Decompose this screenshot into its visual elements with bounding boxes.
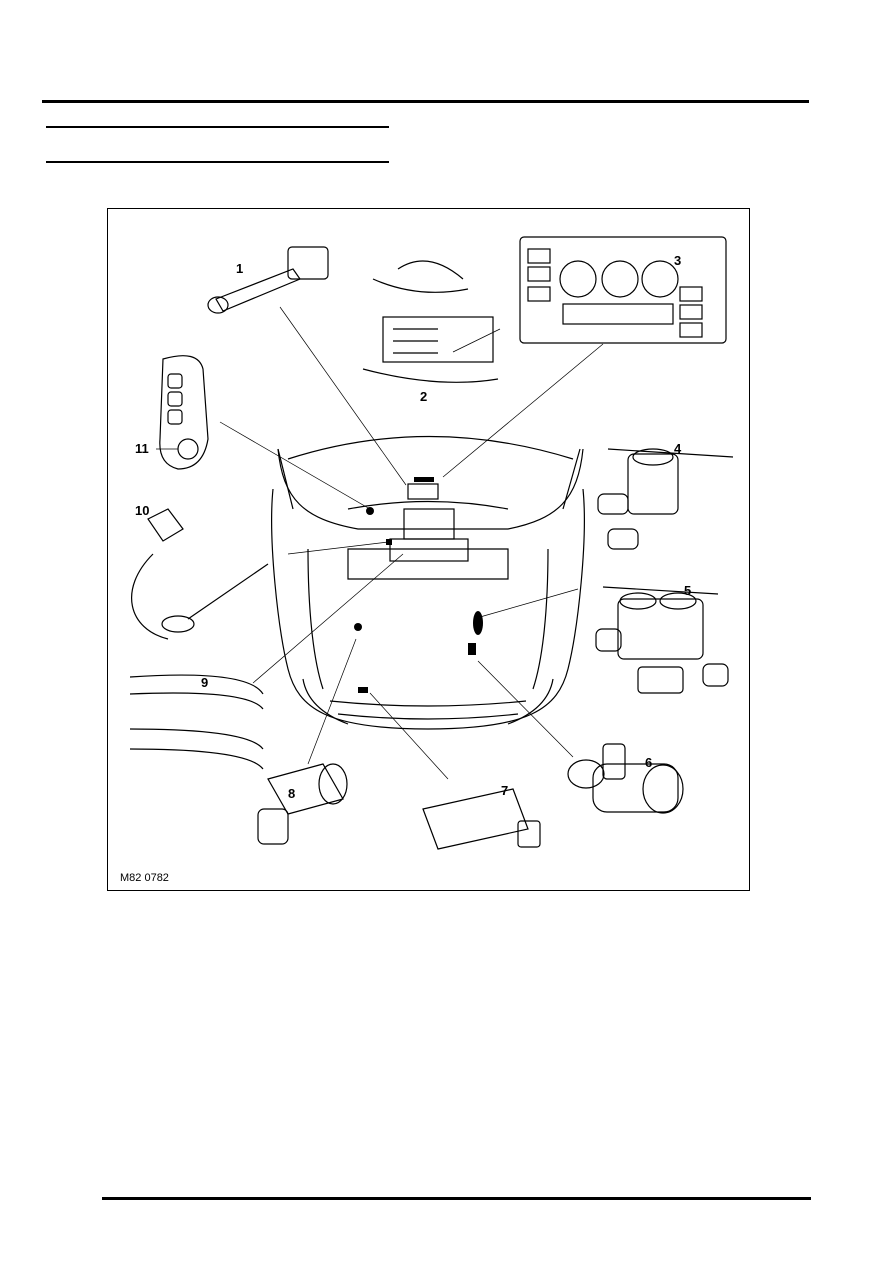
section-rule-lower: [46, 161, 389, 163]
callout-5: 5: [684, 583, 692, 598]
callout-10: 10: [135, 503, 150, 518]
callout-8: 8: [288, 786, 296, 801]
callout-3: 3: [674, 253, 682, 268]
callout-4: 4: [674, 441, 682, 456]
callout-9: 9: [201, 675, 209, 690]
section-rule-upper: [46, 126, 389, 128]
component-location-figure: 1 2 3 4 5 6 7 8 9 10 11 M82 0782: [107, 208, 750, 891]
header-rule: [42, 100, 809, 103]
callout-11: 11: [135, 441, 149, 456]
figure-reference: M82 0782: [120, 872, 169, 884]
footer-rule: [102, 1197, 811, 1200]
callout-2: 2: [420, 389, 428, 404]
vehicle-line-drawing: [129, 236, 734, 850]
callout-6: 6: [645, 755, 653, 770]
callout-1: 1: [236, 261, 244, 276]
callout-7: 7: [501, 783, 509, 798]
